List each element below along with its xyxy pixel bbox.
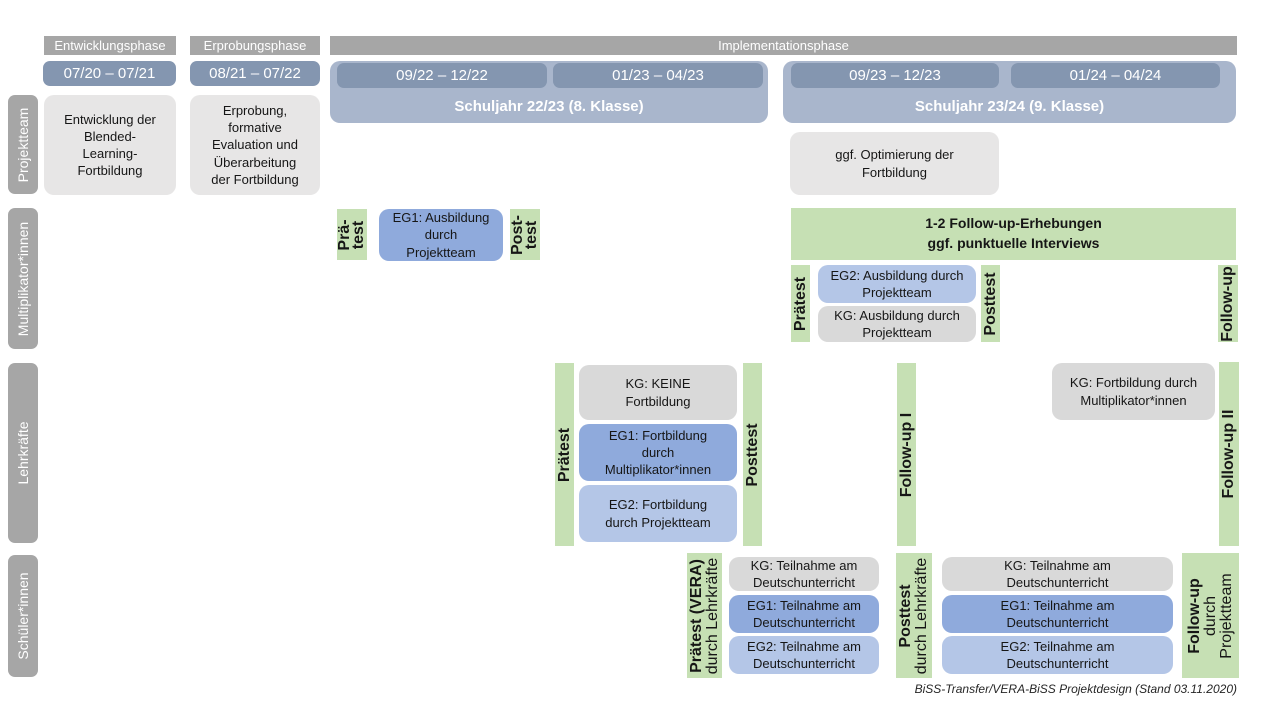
box-eg2-teilnahme-2: EG2: Teilnahme am Deutschunterricht bbox=[942, 636, 1173, 674]
followup-column-multiplikatoren: Follow-up bbox=[1218, 265, 1238, 342]
row-label-lehrkraefte: Lehrkräfte bbox=[8, 363, 38, 543]
diagram-caption: BiSS-Transfer/VERA-BiSS Projektdesign (S… bbox=[914, 682, 1237, 696]
box-kg-teilnahme-2: KG: Teilnahme am Deutschunterricht bbox=[942, 557, 1173, 591]
box-erprobung-evaluation: Erprobung, formative Evaluation und Über… bbox=[190, 95, 320, 195]
period-bar-2: 08/21 – 07/22 bbox=[190, 61, 320, 86]
schuljahr-label-2: Schuljahr 23/24 (9. Klasse) bbox=[914, 97, 1105, 115]
box-entwicklung-fortbildung: Entwicklung der Blended- Learning- Fortb… bbox=[44, 95, 176, 195]
box-kg-teilnahme-1: KG: Teilnahme am Deutschunterricht bbox=[729, 557, 879, 591]
box-eg1-teilnahme-2: EG1: Teilnahme am Deutschunterricht bbox=[942, 595, 1173, 633]
pretest-column-multiplikatoren: Prätest bbox=[791, 265, 810, 342]
box-eg2-fortbildung: EG2: Fortbildung durch Projektteam bbox=[579, 485, 737, 542]
period-bar-6: 01/24 – 04/24 bbox=[1011, 63, 1220, 88]
pretest-column-lehrkraefte: Prätest bbox=[555, 363, 574, 546]
box-eg2-teilnahme-1: EG2: Teilnahme am Deutschunterricht bbox=[729, 636, 879, 674]
box-kg-keine-fortbildung: KG: KEINE Fortbildung bbox=[579, 365, 737, 420]
period-bar-3: 09/22 – 12/22 bbox=[337, 63, 547, 88]
followup1-column-lehrkraefte: Follow-up I bbox=[897, 363, 916, 546]
row-label-multiplikatorinnen: Multiplikator*innen bbox=[8, 208, 38, 349]
posttest-column-multiplikatoren: Posttest bbox=[981, 265, 1000, 342]
pretest-vera-column-schueler: Prätest (VERA)durch Lehrkräfte bbox=[687, 553, 722, 678]
posttest-label-multiplikatoren: Post- test bbox=[509, 209, 540, 260]
pretest-label-multiplikatoren: Prä- test bbox=[336, 209, 367, 260]
posttest-column-lehrkraefte: Posttest bbox=[743, 363, 762, 546]
period-bar-1: 07/20 – 07/21 bbox=[43, 61, 176, 86]
phase-bar-erprobungsphase: Erprobungsphase bbox=[190, 36, 320, 55]
row-label-projektteam: Projektteam bbox=[8, 95, 38, 194]
box-eg2-ausbildung: EG2: Ausbildung durch Projektteam bbox=[818, 265, 976, 303]
schuljahr-label-1: Schuljahr 22/23 (8. Klasse) bbox=[454, 97, 644, 115]
box-eg1-teilnahme-1: EG1: Teilnahme am Deutschunterricht bbox=[729, 595, 879, 633]
box-kg-ausbildung: KG: Ausbildung durch Projektteam bbox=[818, 306, 976, 342]
box-eg1-ausbildung: EG1: Ausbildung durch Projektteam bbox=[379, 209, 503, 261]
followup2-column-lehrkraefte: Follow-up II bbox=[1219, 362, 1239, 546]
box-kg-fortbildung-multiplikatoren: KG: Fortbildung durch Multiplikator*inne… bbox=[1052, 363, 1215, 420]
box-eg1-fortbildung: EG1: Fortbildung durch Multiplikator*inn… bbox=[579, 424, 737, 481]
phase-bar-implementationsphase: Implementationsphase bbox=[330, 36, 1237, 55]
row-label-schuelerinnen: Schüler*innen bbox=[8, 555, 38, 677]
followup-banner: 1-2 Follow-up-Erhebungen ggf. punktuelle… bbox=[791, 208, 1236, 260]
period-bar-5: 09/23 – 12/23 bbox=[791, 63, 999, 88]
phase-bar-entwicklungsphase: Entwicklungsphase bbox=[44, 36, 176, 55]
box-optimierung-fortbildung: ggf. Optimierung der Fortbildung bbox=[790, 132, 999, 195]
period-bar-4: 01/23 – 04/23 bbox=[553, 63, 763, 88]
